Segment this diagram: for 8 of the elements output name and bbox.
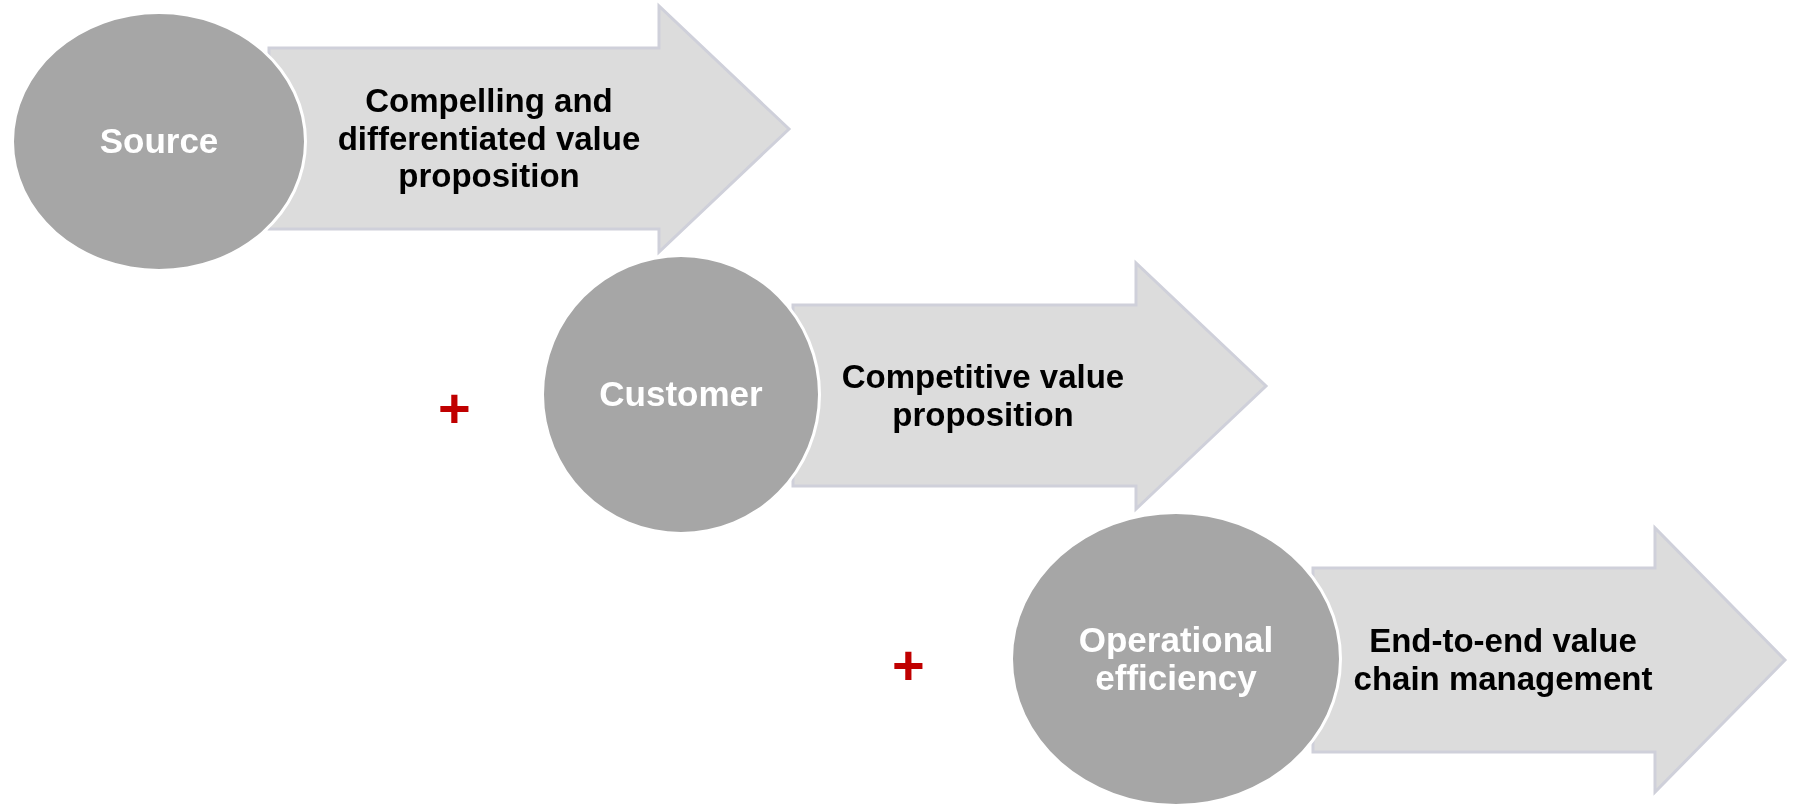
arrow-text: Compelling and differentiated value proposition [336, 80, 642, 197]
stage-label: Operational efficiency [1077, 620, 1275, 698]
plus-sign: + [438, 380, 471, 436]
arrow-text: End-to-end value chain management [1353, 621, 1653, 699]
stage-label: Customer [599, 375, 763, 414]
arrow-text: Competitive value proposition [840, 356, 1126, 435]
plus-sign: + [892, 637, 925, 693]
stage-label: Source [99, 122, 219, 161]
